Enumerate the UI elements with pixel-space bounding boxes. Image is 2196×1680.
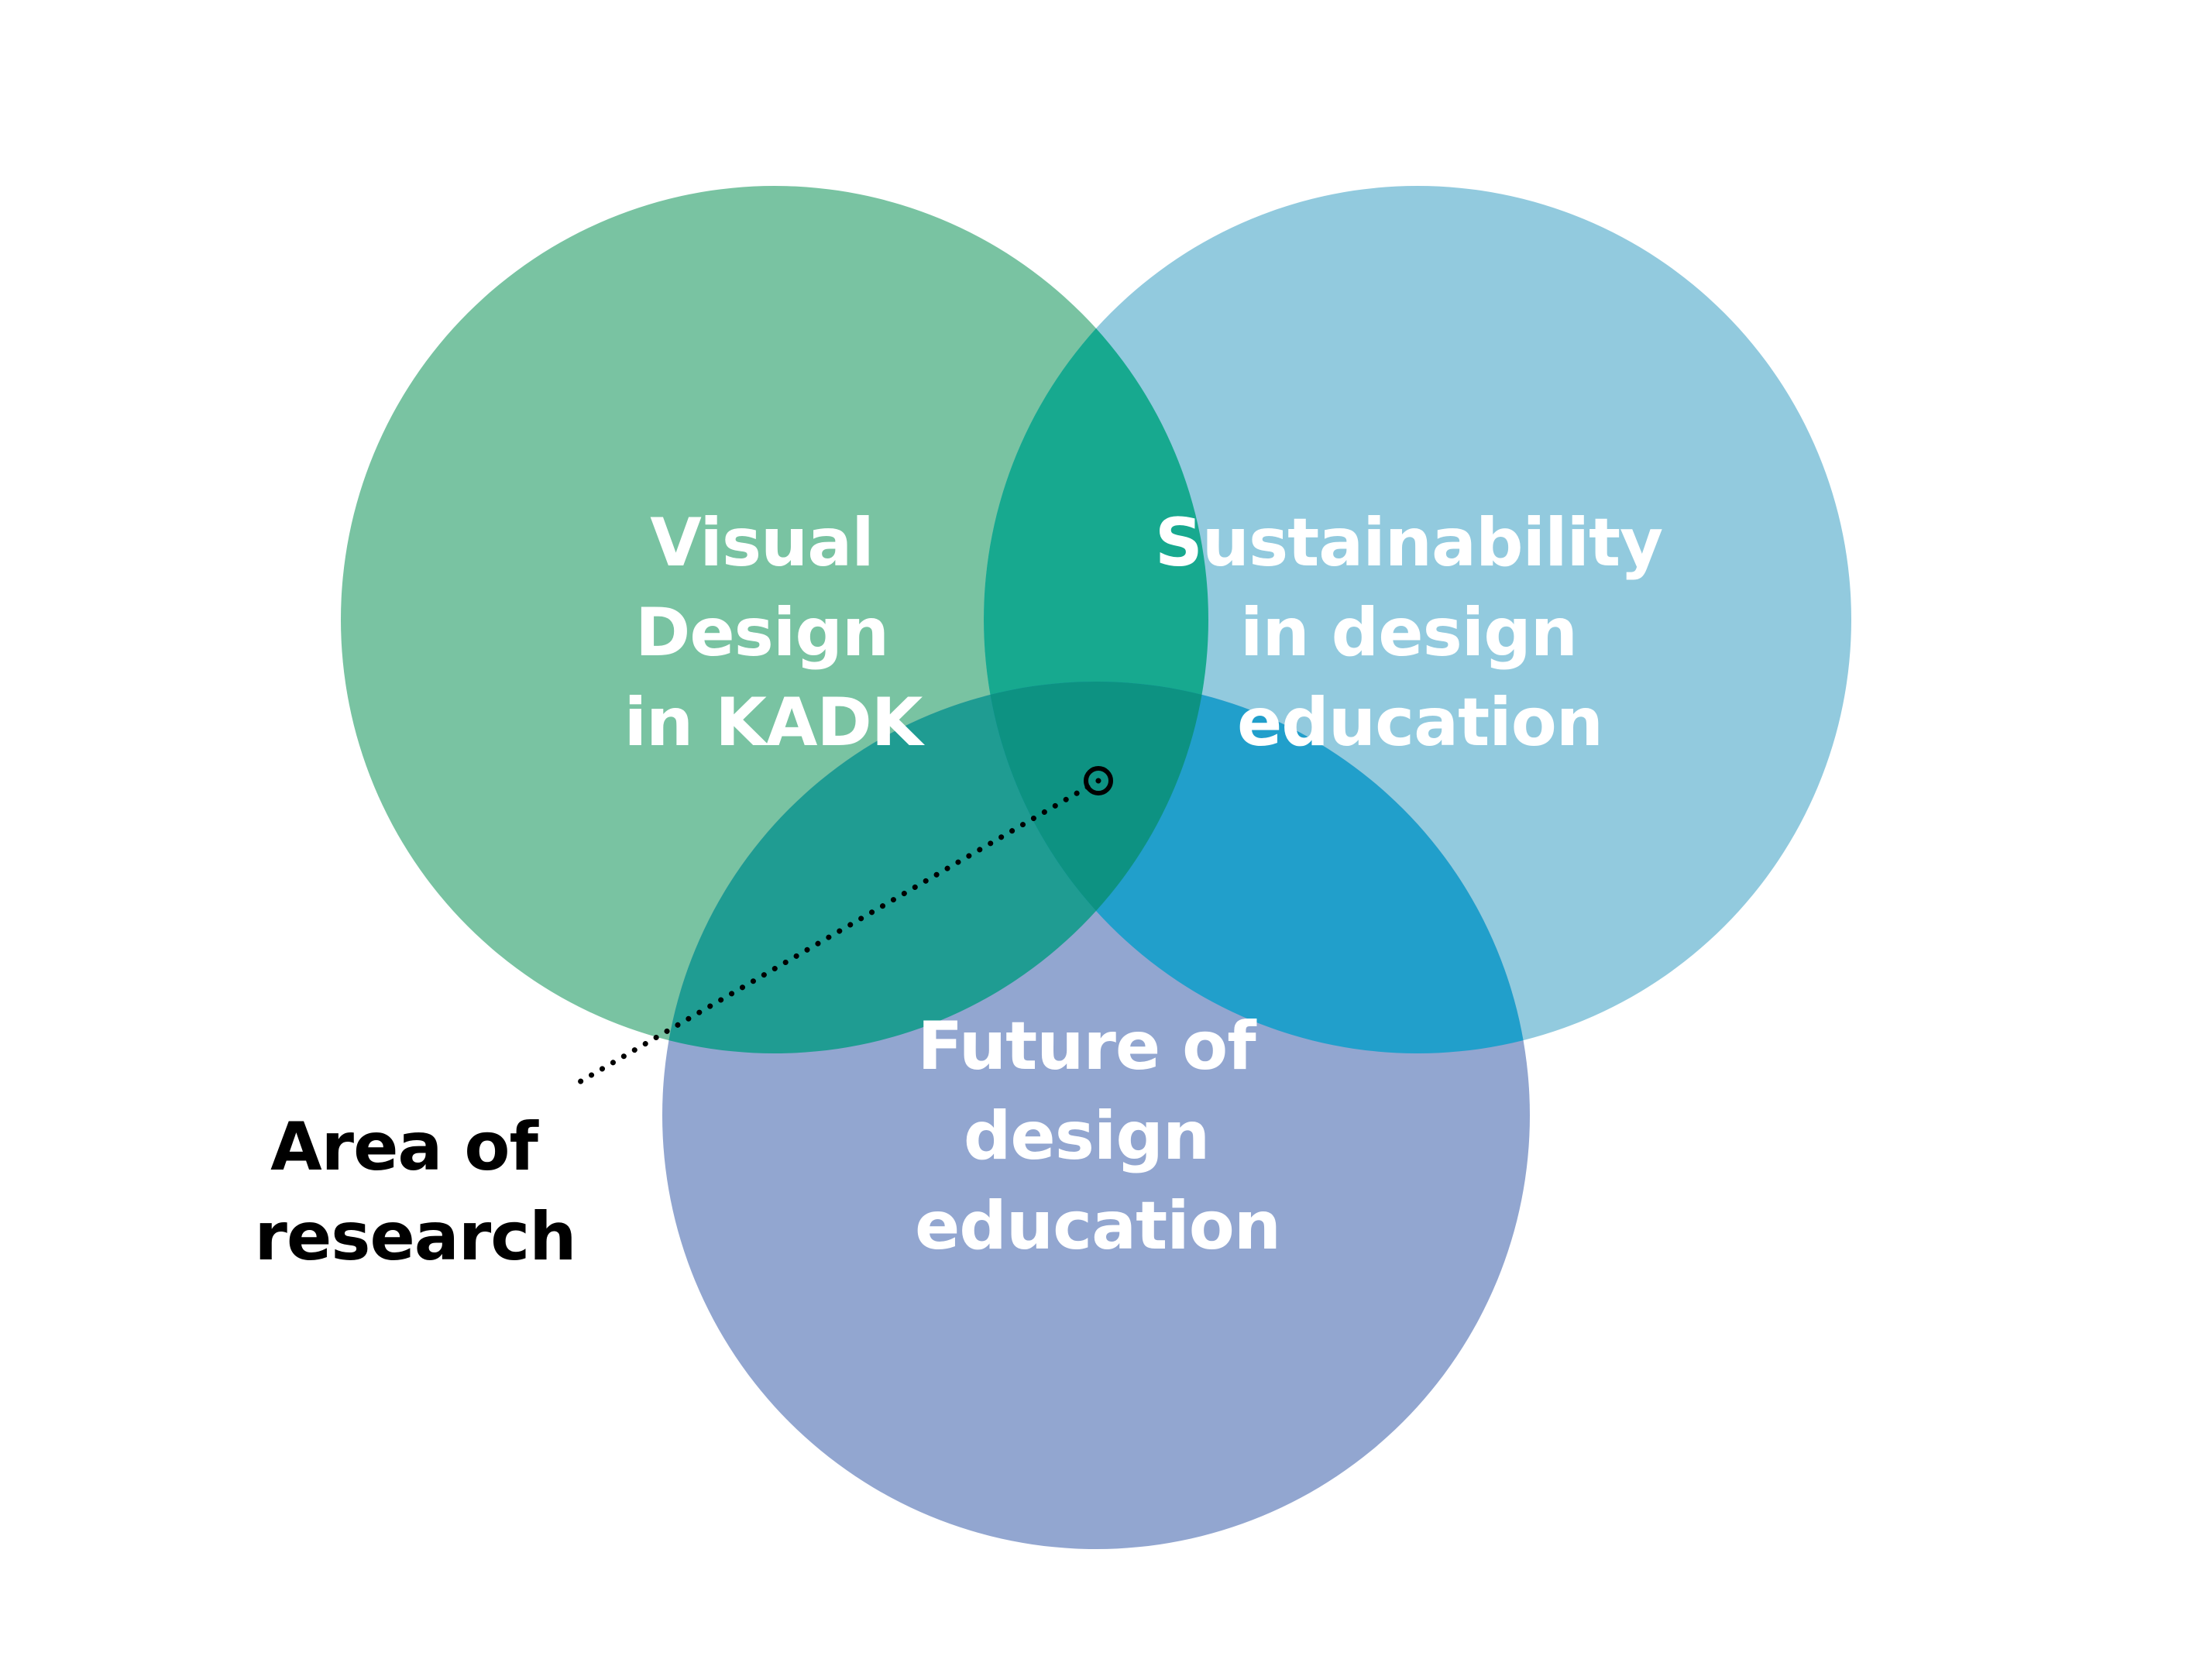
sustainability-label-line: Sustainability xyxy=(1155,504,1662,582)
future-label-line: education xyxy=(915,1187,1280,1265)
sustainability-label-line: education xyxy=(1237,684,1603,761)
area-of-research-marker xyxy=(1084,766,1113,795)
visual-design-label-line: Visual xyxy=(650,504,873,582)
future-of-design-education-label: Future of design education xyxy=(915,1008,1280,1265)
callout-label-line: research xyxy=(255,1198,576,1276)
overlap-sustainability-future xyxy=(984,682,1530,1053)
area-of-research-label: Area of research xyxy=(255,1108,576,1276)
sustainability-label: Sustainability in design education xyxy=(1155,504,1685,761)
overlap-visual-future xyxy=(662,682,1208,1053)
visual-design-label: Visual Design in KADK xyxy=(624,504,926,761)
visual-design-label-line: in KADK xyxy=(624,684,926,761)
callout-label-line: Area of xyxy=(270,1108,539,1186)
callout-dotted-line xyxy=(567,778,1101,1091)
visual-design-label-line: Design xyxy=(635,594,888,672)
future-label-line: Future of xyxy=(917,1008,1257,1085)
sustainability-label-line: in design xyxy=(1240,594,1577,672)
future-label-line: design xyxy=(964,1098,1209,1175)
